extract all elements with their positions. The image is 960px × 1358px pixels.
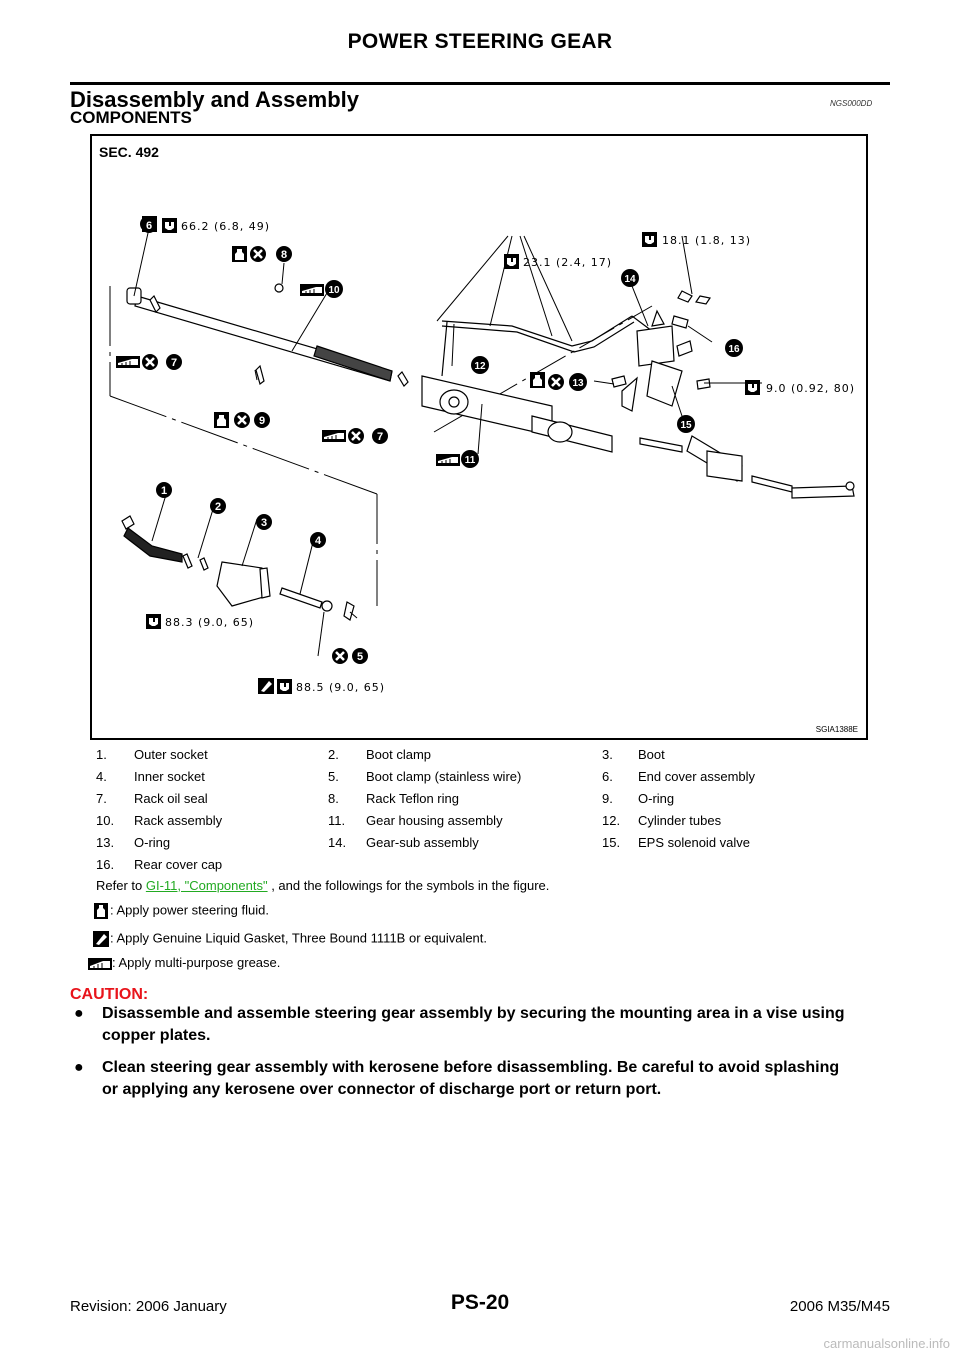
- watermark: carmanualsonline.info: [823, 1336, 950, 1351]
- legend-label: O-ring: [134, 835, 171, 850]
- torque-label-6: 66.2 (6.8, 49): [181, 220, 270, 233]
- torque-label-4: 88.5 (9.0, 65): [296, 681, 385, 694]
- callout-15: 15: [680, 420, 692, 431]
- footer-model: 2006 M35/M45: [789, 1298, 890, 1315]
- legend-label: End cover assembly: [638, 769, 756, 784]
- caution-text-line: Disassemble and assemble steering gear a…: [102, 1005, 845, 1022]
- symbol-fluid: : Apply power steering fluid.: [94, 902, 269, 920]
- callout-12: 12: [474, 361, 486, 372]
- header-divider: [70, 82, 890, 85]
- legend-label: EPS solenoid valve: [638, 835, 751, 850]
- legend-num: 3.: [602, 747, 613, 762]
- callout-6: 6: [146, 220, 152, 232]
- symbol-gasket: : Apply Genuine Liquid Gasket, Three Bou…: [93, 930, 488, 948]
- callout-7b: 7: [377, 431, 383, 443]
- callout-4: 4: [315, 535, 322, 547]
- callout-14: 14: [624, 274, 636, 285]
- caution-text-line: copper plates.: [102, 1027, 211, 1044]
- exploded-diagram: 6 66.2 (6.8, 49) 8 10 7 9 7 11 12 23.1 (…: [109, 214, 855, 694]
- callout-2: 2: [215, 501, 221, 513]
- legend-label: Boot clamp: [366, 747, 432, 762]
- components-link[interactable]: GI-11, "Components": [145, 878, 268, 893]
- gasket-icon: [93, 931, 109, 947]
- caution-text-line: Clean steering gear assembly with kerose…: [102, 1059, 840, 1076]
- section-code: NGS000DD: [830, 99, 873, 108]
- legend-row: 10. Rack assembly 11. Gear housing assem…: [96, 813, 886, 831]
- legend-label: Rack Teflon ring: [366, 791, 459, 806]
- legend-label: Outer socket: [134, 747, 208, 762]
- footer-page-number: PS-20: [450, 1291, 510, 1314]
- torque-label-14: 18.1 (1.8, 13): [662, 234, 751, 247]
- legend-row: 13. O-ring 14. Gear-sub assembly 15. EPS…: [96, 835, 886, 853]
- legend-num: 5.: [328, 769, 339, 784]
- callout-10: 10: [328, 285, 340, 296]
- symbol-grease: : Apply multi-purpose grease.: [88, 955, 281, 971]
- legend-num: 11.: [328, 813, 346, 828]
- callout-13: 13: [572, 378, 584, 389]
- torque-label-12: 23.1 (2.4, 17): [523, 256, 612, 269]
- refer-suffix: , and the followings for the symbols in …: [267, 878, 550, 893]
- callout-8: 8: [281, 249, 287, 261]
- refer-text: Refer to GI-11, "Components" , and the f…: [96, 878, 549, 893]
- legend-label: Rear cover cap: [134, 857, 223, 872]
- legend-num: 1.: [96, 747, 107, 762]
- legend-label: Boot: [638, 747, 665, 762]
- figure-section-label: SEC. 492: [99, 144, 159, 160]
- legend-num: 2.: [328, 747, 339, 762]
- legend-num: 10.: [96, 813, 115, 828]
- footer-revision: Revision: 2006 January: [70, 1298, 227, 1315]
- grease-icon: [88, 957, 112, 970]
- symbol-gasket-text: : Apply Genuine Liquid Gasket, Three Bou…: [110, 930, 488, 946]
- legend-label: O-ring: [638, 791, 675, 806]
- legend-num: 4.: [96, 769, 107, 784]
- legend-num: 16.: [96, 857, 115, 872]
- legend-num: 15.: [602, 835, 621, 850]
- page-header-title: POWER STEERING GEAR: [347, 30, 613, 53]
- legend-row: 7. Rack oil seal 8. Rack Teflon ring 9. …: [96, 791, 886, 809]
- torque-label-15: 9.0 (0.92, 80): [766, 382, 855, 395]
- legend-row: 4. Inner socket 5. Boot clamp (stainless…: [96, 769, 886, 787]
- legend-label: Inner socket: [134, 769, 205, 784]
- symbol-fluid-text: : Apply power steering fluid.: [110, 902, 269, 918]
- bullet-dot: ●: [74, 1059, 84, 1076]
- legend-num: 9.: [602, 791, 613, 806]
- legend-num: 6.: [602, 769, 613, 784]
- refer-prefix: Refer to: [96, 878, 146, 893]
- legend-label: Cylinder tubes: [638, 813, 722, 828]
- torque-label-1: 88.3 (9.0, 65): [165, 616, 254, 629]
- callout-11: 11: [465, 455, 476, 466]
- legend-num: 14.: [328, 835, 347, 850]
- callout-16: 16: [728, 344, 740, 355]
- legend-num: 12.: [602, 813, 621, 828]
- caution-text-line: or applying any kerosene over connector …: [102, 1081, 662, 1098]
- section-title: Disassembly and Assembly: [70, 87, 359, 112]
- callout-5: 5: [357, 651, 363, 663]
- legend-num: 7.: [96, 791, 107, 806]
- symbol-grease-text: : Apply multi-purpose grease.: [112, 955, 281, 970]
- components-figure: 6 66.2 (6.8, 49) 8 10 7 9 7 11 12 23.1 (…: [90, 134, 868, 740]
- legend-label: Gear housing assembly: [366, 813, 503, 828]
- legend-num: 13.: [96, 835, 115, 850]
- fluid-icon: [94, 903, 108, 919]
- caution-title: CAUTION:: [70, 986, 149, 1003]
- callout-9: 9: [259, 415, 265, 427]
- legend-label: Rack assembly: [134, 813, 223, 828]
- section-subtitle: COMPONENTS: [70, 108, 192, 127]
- legend-row: 1. Outer socket 2. Boot clamp 3. Boot: [96, 747, 886, 765]
- legend-label: Gear-sub assembly: [366, 835, 479, 850]
- callout-3: 3: [261, 517, 267, 529]
- legend-row: 16. Rear cover cap: [96, 857, 886, 875]
- callout-1: 1: [161, 485, 167, 497]
- bullet-dot: ●: [74, 1005, 84, 1022]
- legend-num: 8.: [328, 791, 339, 806]
- legend-label: Rack oil seal: [134, 791, 208, 806]
- callout-7a: 7: [171, 357, 177, 369]
- figure-code: SGIA1388E: [815, 725, 858, 734]
- legend-label: Boot clamp (stainless wire): [366, 769, 522, 784]
